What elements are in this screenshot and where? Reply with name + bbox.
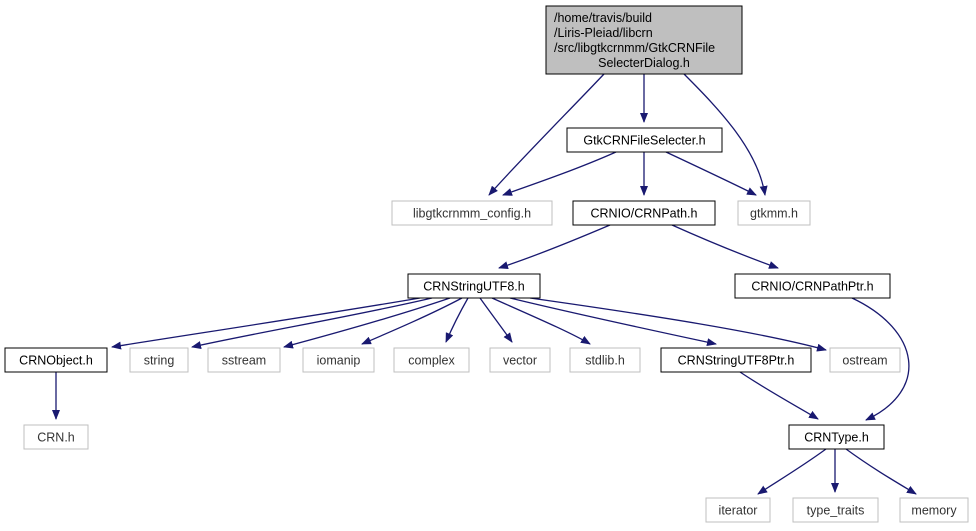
edge-crnpath-to-stringutf8 <box>498 224 611 270</box>
node-box-stdlib <box>569 347 641 373</box>
edge-pathptr-to-crntype <box>851 297 910 421</box>
node-ostream: ostream <box>829 347 901 373</box>
edge-crntype-to-iterator <box>757 448 827 495</box>
node-vector: vector <box>489 347 551 373</box>
node-label-gtkfileselecter: GtkCRNFileSelecter.h <box>583 134 705 148</box>
node-iomanip: iomanip <box>302 347 375 373</box>
node-label-complex: complex <box>408 354 455 368</box>
node-box-crnobject <box>4 347 108 373</box>
node-box-stringutf8 <box>407 273 541 299</box>
node-label-crnh: CRN.h <box>37 431 75 445</box>
node-sstream: sstream <box>207 347 281 373</box>
edge-stringutf8-to-vector <box>479 297 513 343</box>
node-box-typetraits <box>792 497 879 523</box>
node-root: /home/travis/build/Liris-Pleiad/libcrn/s… <box>545 5 743 75</box>
node-label-ostream: ostream <box>842 354 887 368</box>
node-box-string <box>129 347 189 373</box>
node-stringutf8[interactable]: CRNStringUTF8.h <box>407 273 541 299</box>
node-label-gtkmm: gtkmm.h <box>750 207 798 221</box>
edge-stringutf8-to-sstream <box>283 297 451 349</box>
edge-stringutf8-to-ostream <box>529 297 827 352</box>
node-label-iomanip: iomanip <box>317 354 361 368</box>
node-crnpath[interactable]: CRNIO/CRNPath.h <box>572 200 716 226</box>
node-iterator: iterator <box>705 497 771 523</box>
edge-crntype-to-memory <box>845 448 917 495</box>
node-label-string: string <box>144 354 175 368</box>
node-gtkfileselecter[interactable]: GtkCRNFileSelecter.h <box>566 127 723 153</box>
node-label-typetraits: type_traits <box>807 504 865 518</box>
edge-stringutf8-to-string <box>191 297 433 349</box>
node-label-vector: vector <box>503 354 537 368</box>
node-box-crntype <box>788 424 885 450</box>
node-box-pathptr <box>734 273 891 299</box>
node-complex: complex <box>393 347 470 373</box>
node-typetraits: type_traits <box>792 497 879 523</box>
edge-root-to-config <box>488 73 605 196</box>
node-label-stringutf8: CRNStringUTF8.h <box>423 280 524 294</box>
node-label-config: libgtkcrnmm_config.h <box>413 207 531 221</box>
node-stdlib: stdlib.h <box>569 347 641 373</box>
node-stringutf8ptr[interactable]: CRNStringUTF8Ptr.h <box>660 347 812 373</box>
edge-stringutf8-to-stdlib <box>491 297 591 345</box>
node-pathptr[interactable]: CRNIO/CRNPathPtr.h <box>734 273 891 299</box>
edge-crnpath-to-pathptr <box>671 224 779 269</box>
node-box-iomanip <box>302 347 375 373</box>
node-label-iterator: iterator <box>719 504 758 518</box>
node-box-ostream <box>829 347 901 373</box>
node-label-crnobject: CRNObject.h <box>19 354 93 368</box>
node-box-root <box>545 5 743 75</box>
node-box-config <box>391 200 553 226</box>
node-label-stdlib: stdlib.h <box>585 354 625 368</box>
node-box-gtkmm <box>737 200 811 226</box>
nodes: /home/travis/build/Liris-Pleiad/libcrn/s… <box>4 5 969 523</box>
node-label-root-line-2: /src/libgtkcrnmm/GtkCRNFile <box>554 41 715 55</box>
node-box-vector <box>489 347 551 373</box>
node-memory: memory <box>899 497 969 523</box>
node-label-pathptr: CRNIO/CRNPathPtr.h <box>751 280 873 294</box>
edge-gtkfileselecter-to-config <box>502 151 617 196</box>
node-crnobject[interactable]: CRNObject.h <box>4 347 108 373</box>
node-box-gtkfileselecter <box>566 127 723 153</box>
node-box-memory <box>899 497 969 523</box>
node-label-memory: memory <box>911 504 957 518</box>
edge-stringutf8-to-iomanip <box>361 297 463 345</box>
node-crntype[interactable]: CRNType.h <box>788 424 885 450</box>
edge-stringutf8-to-complex <box>445 297 469 343</box>
node-box-complex <box>393 347 470 373</box>
node-box-iterator <box>705 497 771 523</box>
node-box-crnh <box>23 424 89 450</box>
node-label-crnpath: CRNIO/CRNPath.h <box>591 207 698 221</box>
node-box-sstream <box>207 347 281 373</box>
node-label-stringutf8ptr: CRNStringUTF8Ptr.h <box>678 354 795 368</box>
node-label-sstream: sstream <box>222 354 266 368</box>
node-gtkmm: gtkmm.h <box>737 200 811 226</box>
edge-stringutf8-to-stringutf8ptr <box>509 297 717 347</box>
node-label-root-line-3: SelecterDialog.h <box>598 56 690 70</box>
node-label-crntype: CRNType.h <box>804 431 869 445</box>
edges <box>52 73 917 495</box>
node-box-crnpath <box>572 200 716 226</box>
edge-stringutf8-to-crnobject <box>111 297 421 350</box>
node-config: libgtkcrnmm_config.h <box>391 200 553 226</box>
node-label-root-line-1: /Liris-Pleiad/libcrn <box>554 26 653 40</box>
node-box-stringutf8ptr <box>660 347 812 373</box>
edge-gtkfileselecter-to-gtkmm <box>665 151 757 196</box>
edge-stringutf8ptr-to-crntype <box>739 371 819 420</box>
edge-root-to-gtkmm <box>683 73 768 196</box>
node-label-root-line-0: /home/travis/build <box>554 11 652 25</box>
node-string: string <box>129 347 189 373</box>
node-crnh: CRN.h <box>23 424 89 450</box>
